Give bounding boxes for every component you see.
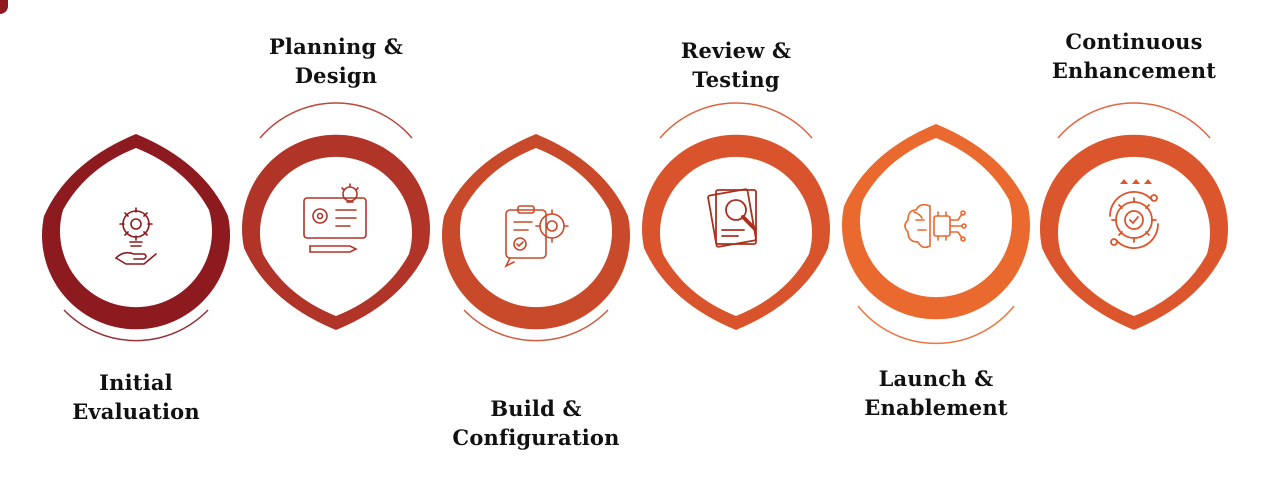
corner-accent [0,0,8,14]
stage-continuous-enhancement: Continuous Enhancement [1034,0,1234,480]
stage-planning-design: Planning & Design [236,0,436,480]
stage-3-label: Build & Configuration [452,396,620,450]
stage-review-testing: Review & Testing [636,0,836,480]
stage-launch-enablement: Launch & Enablement [836,0,1036,480]
brain-chip-icon [896,190,976,270]
planning-board-lightbulb-icon [296,180,376,260]
stage-5-label: Launch & Enablement [864,366,1008,420]
stage-2-teardrop [242,102,430,330]
stage-1-label: Initial Evaluation [72,370,200,424]
document-magnifier-icon [696,178,776,258]
stage-5-teardrop [842,124,1030,345]
stage-3-teardrop [442,134,630,342]
checklist-gear-icon [496,196,576,276]
stage-4-label: Review & Testing [680,38,792,92]
stage-6-teardrop [1040,102,1228,330]
stage-6-label: Continuous Enhancement [1051,29,1217,83]
stage-initial-evaluation: Initial Evaluation [36,0,236,480]
lightbulb-gear-hand-icon [96,196,176,276]
stage-1-teardrop [42,134,230,342]
stage-2-label: Planning & Design [268,34,404,88]
stage-build-configuration: Build & Configuration [436,0,636,480]
cycle-gear-icon [1094,176,1174,256]
